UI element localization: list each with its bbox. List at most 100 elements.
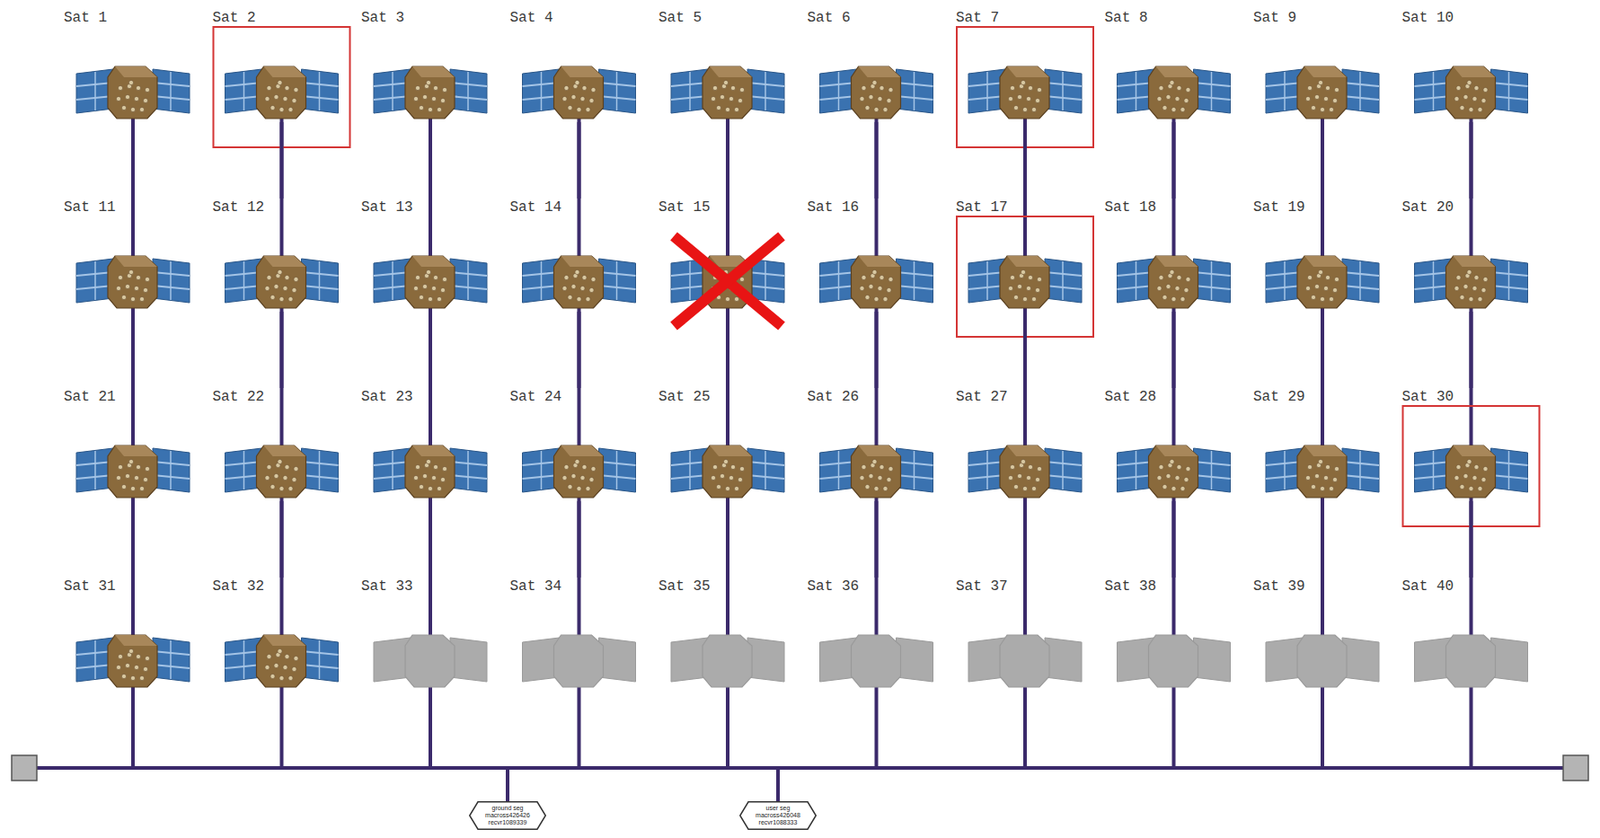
satellite-label: Sat 36 xyxy=(807,578,860,595)
satellite-label: Sat 26 xyxy=(807,388,860,406)
tether-connector xyxy=(725,122,730,199)
tether-connector xyxy=(1023,122,1027,199)
satellite-icon xyxy=(820,66,934,119)
satellite-node: Sat 9 xyxy=(1250,8,1386,123)
satellite-node: Sat 5 xyxy=(655,8,791,123)
tether-connector xyxy=(875,122,879,199)
satellite-icon xyxy=(373,256,487,309)
tether-connector xyxy=(1320,122,1325,199)
satellite-node: Sat 20 xyxy=(1399,198,1535,312)
satellite-icon xyxy=(671,445,785,498)
satellite-label: Sat 18 xyxy=(1104,199,1158,216)
satellite-label: Sat 24 xyxy=(510,388,563,406)
satellite-node: Sat 25 xyxy=(655,388,791,502)
satellite-icon xyxy=(968,445,1082,498)
satellite-label: Sat 33 xyxy=(361,578,414,595)
satellite-label: Sat 31 xyxy=(63,578,116,595)
satellite-label: Sat 37 xyxy=(955,578,1008,595)
ground-stub xyxy=(505,768,510,807)
satellite-label: Sat 1 xyxy=(63,9,107,27)
satellite-icon xyxy=(76,445,190,498)
satellite-node: Sat 39 xyxy=(1250,577,1386,691)
segment-text: user seg xyxy=(766,804,791,813)
inactive-satellite-icon xyxy=(1117,635,1231,688)
satellite-icon xyxy=(373,445,487,498)
tether-connector xyxy=(725,311,730,389)
satellite-node: Sat 35 xyxy=(655,577,791,691)
tether-connector xyxy=(1172,501,1176,578)
satellite-node: Sat 37 xyxy=(953,577,1088,691)
segment-text: ground seg xyxy=(491,804,523,813)
satellite-icon xyxy=(522,66,637,119)
satellite-node: Sat 17 xyxy=(953,198,1088,312)
satellite-icon xyxy=(1265,256,1380,309)
inactive-satellite-icon xyxy=(671,635,785,688)
satellite-label: Sat 19 xyxy=(1253,199,1306,216)
satellite-node: Sat 34 xyxy=(507,577,643,691)
satellite-node: Sat 24 xyxy=(507,388,643,502)
satellite-node: Sat 12 xyxy=(210,198,345,312)
tether-connector xyxy=(875,501,879,578)
satellite-node: Sat 28 xyxy=(1102,388,1238,502)
tether-connector xyxy=(280,311,284,389)
satellite-label: Sat 6 xyxy=(807,9,851,27)
satellite-icon xyxy=(225,256,339,309)
satellite-icon xyxy=(1414,256,1529,309)
satellite-label: Sat 7 xyxy=(955,9,999,27)
tether-connector xyxy=(131,501,135,578)
segment-text: recvr1088333 xyxy=(759,819,798,827)
inactive-satellite-icon xyxy=(968,635,1082,688)
satellite-label: Sat 15 xyxy=(658,199,711,216)
ground-stub xyxy=(776,768,780,807)
satellite-label: Sat 32 xyxy=(212,578,266,595)
tether-connector xyxy=(1320,311,1325,389)
satellite-label: Sat 38 xyxy=(1104,578,1158,595)
satellite-node: Sat 15 xyxy=(655,198,791,312)
satellite-icon xyxy=(671,66,785,119)
satellite-label: Sat 4 xyxy=(510,9,554,27)
satellite-node: Sat 6 xyxy=(804,8,940,123)
satellite-icon xyxy=(522,256,637,309)
satellite-label: Sat 8 xyxy=(1104,9,1149,27)
satellite-node: Sat 31 xyxy=(61,577,196,691)
satellite-icon xyxy=(225,445,339,498)
satellite-label: Sat 23 xyxy=(361,388,414,406)
satellite-label: Sat 13 xyxy=(361,199,414,216)
satellite-label: Sat 30 xyxy=(1402,388,1455,406)
satellite-node: Sat 40 xyxy=(1399,577,1535,691)
satellite-node: Sat 32 xyxy=(210,577,345,691)
satellite-icon xyxy=(76,635,190,688)
satellite-label: Sat 21 xyxy=(63,388,116,406)
inactive-satellite-icon xyxy=(522,635,637,688)
satellite-icon xyxy=(1117,256,1231,309)
tether-connector xyxy=(875,311,879,389)
tether-connector xyxy=(280,501,284,578)
satellite-node: Sat 18 xyxy=(1102,198,1238,312)
satellite-label: Sat 29 xyxy=(1253,388,1306,406)
satellite-label: Sat 39 xyxy=(1253,578,1306,595)
segment-node: ground segmacross426426recvr1089339 xyxy=(468,801,547,831)
satellite-node: Sat 2 xyxy=(210,8,345,123)
satellite-label: Sat 27 xyxy=(955,388,1008,406)
satellite-node: Sat 3 xyxy=(358,8,494,123)
tether-connector xyxy=(577,122,582,199)
satellite-node: Sat 19 xyxy=(1250,198,1386,312)
bus-terminator xyxy=(1563,755,1589,781)
segment-text: macross426426 xyxy=(485,812,531,820)
satellite-label: Sat 12 xyxy=(212,199,266,216)
bus-terminator xyxy=(11,755,37,781)
satellite-icon xyxy=(1117,445,1231,498)
tether-connector xyxy=(131,311,135,389)
segment-text: macross426048 xyxy=(755,812,801,820)
satellite-label: Sat 9 xyxy=(1253,9,1297,27)
satellite-icon xyxy=(820,256,934,309)
segment-node: user segmacross426048recvr1088333 xyxy=(739,801,817,831)
satellite-node: Sat 26 xyxy=(804,388,940,502)
satellite-icon xyxy=(968,256,1082,309)
tether-connector xyxy=(428,311,433,389)
tether-connector xyxy=(1469,501,1474,578)
satellite-node: Sat 29 xyxy=(1250,388,1386,502)
tether-connector xyxy=(577,501,582,578)
